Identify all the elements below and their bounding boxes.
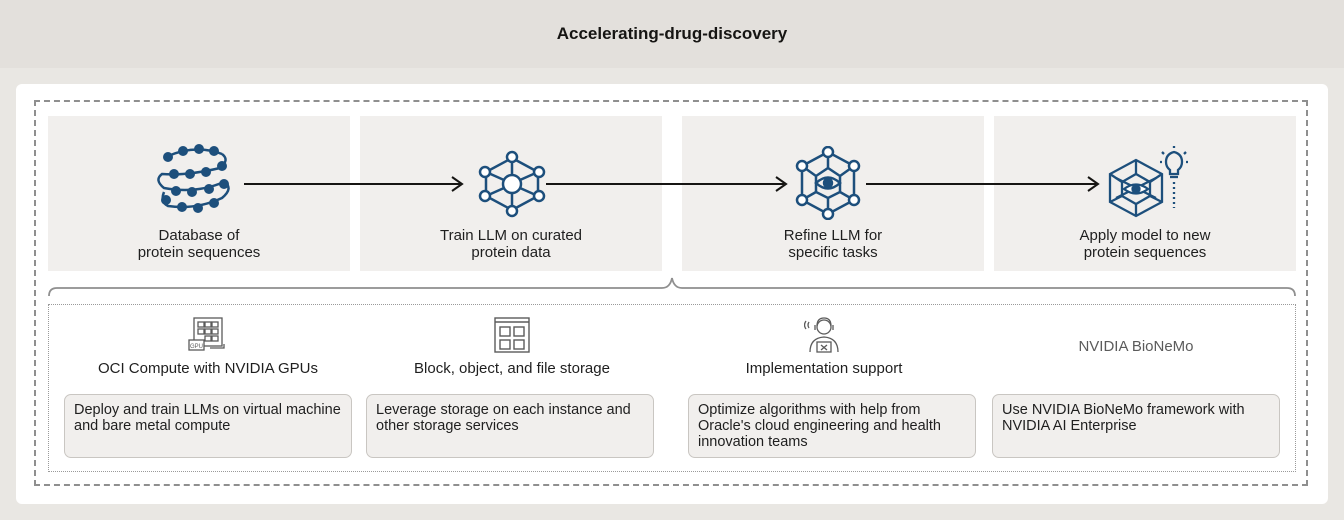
step-apply: Apply model to new protein sequences <box>994 116 1296 271</box>
service-title: Implementation support <box>745 360 903 377</box>
arrow-1 <box>244 176 464 192</box>
page-title: Accelerating-drug-discovery <box>556 24 788 43</box>
protein-chain-icon <box>157 144 230 213</box>
arrow-2 <box>546 176 788 192</box>
gpu-icon-text: GPU <box>190 344 203 350</box>
grouping-brace <box>48 277 1296 297</box>
service-storage: Block, object, and file storage <box>362 316 662 377</box>
cube-eye-lightbulb-icon <box>1108 146 1188 218</box>
step-train: Train LLM on curated protein data <box>360 116 662 271</box>
neural-network-icon <box>478 150 546 218</box>
header-bar: Accelerating-drug-discovery <box>0 0 1344 68</box>
service-card: Leverage storage on each instance and ot… <box>366 394 654 458</box>
arrow-3 <box>866 176 1100 192</box>
network-eye-icon <box>795 146 861 220</box>
gpu-chip-icon: GPU <box>188 317 225 351</box>
step-label-line2: protein data <box>471 244 551 261</box>
support-person-icon <box>804 317 839 353</box>
step-label-line1: Apply model to new <box>1079 227 1211 244</box>
step-database: Database of protein sequences <box>48 116 350 271</box>
service-compute: GPU OCI Compute with NVIDIA GPUs <box>58 316 358 377</box>
service-title: NVIDIA BioNeMo <box>1078 338 1194 355</box>
dashed-outline <box>34 100 1308 486</box>
step-label-line1: Train LLM on curated <box>439 227 583 244</box>
storage-grid-icon <box>494 317 530 353</box>
step-label-line2: specific tasks <box>788 244 878 261</box>
service-title: OCI Compute with NVIDIA GPUs <box>97 360 319 377</box>
service-card: Deploy and train LLMs on virtual machine… <box>64 394 352 458</box>
service-card: Optimize algorithms with help from Oracl… <box>688 394 976 458</box>
step-label-line2: protein sequences <box>137 244 261 261</box>
step-refine: Refine LLM for specific tasks <box>682 116 984 271</box>
services-outline <box>48 304 1296 472</box>
step-label-line1: Refine LLM for <box>783 227 883 244</box>
service-support: Implementation support <box>674 316 974 377</box>
service-bionemo: NVIDIA BioNeMo <box>986 316 1286 355</box>
service-title: Block, object, and file storage <box>414 360 610 377</box>
service-card: Use NVIDIA BioNeMo framework with NVIDIA… <box>992 394 1280 458</box>
step-label-line1: Database of <box>158 227 240 244</box>
step-label-line2: protein sequences <box>1083 244 1207 261</box>
